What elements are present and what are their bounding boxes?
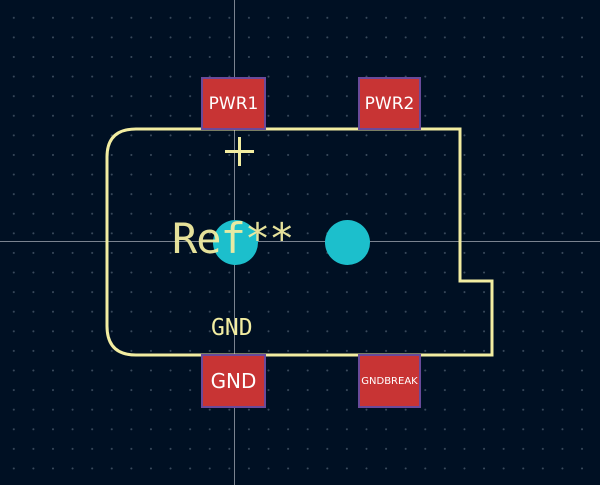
reference-designator[interactable]: Ref** (172, 214, 294, 263)
through-hole-pad-2[interactable] (325, 220, 370, 265)
value-label[interactable]: GND (211, 315, 253, 341)
pad-pwr1[interactable]: PWR1 (201, 77, 266, 130)
cursor-crosshair-horizontal (0, 241, 600, 242)
pad-gnd[interactable]: GND (201, 354, 266, 408)
polarity-plus-mark (225, 137, 254, 166)
pad-gndbreak[interactable]: GNDBREAK (358, 354, 421, 408)
pad-pwr2[interactable]: PWR2 (358, 77, 421, 130)
through-hole-pad-1[interactable] (213, 220, 258, 265)
silkscreen-outline[interactable] (105, 127, 494, 357)
